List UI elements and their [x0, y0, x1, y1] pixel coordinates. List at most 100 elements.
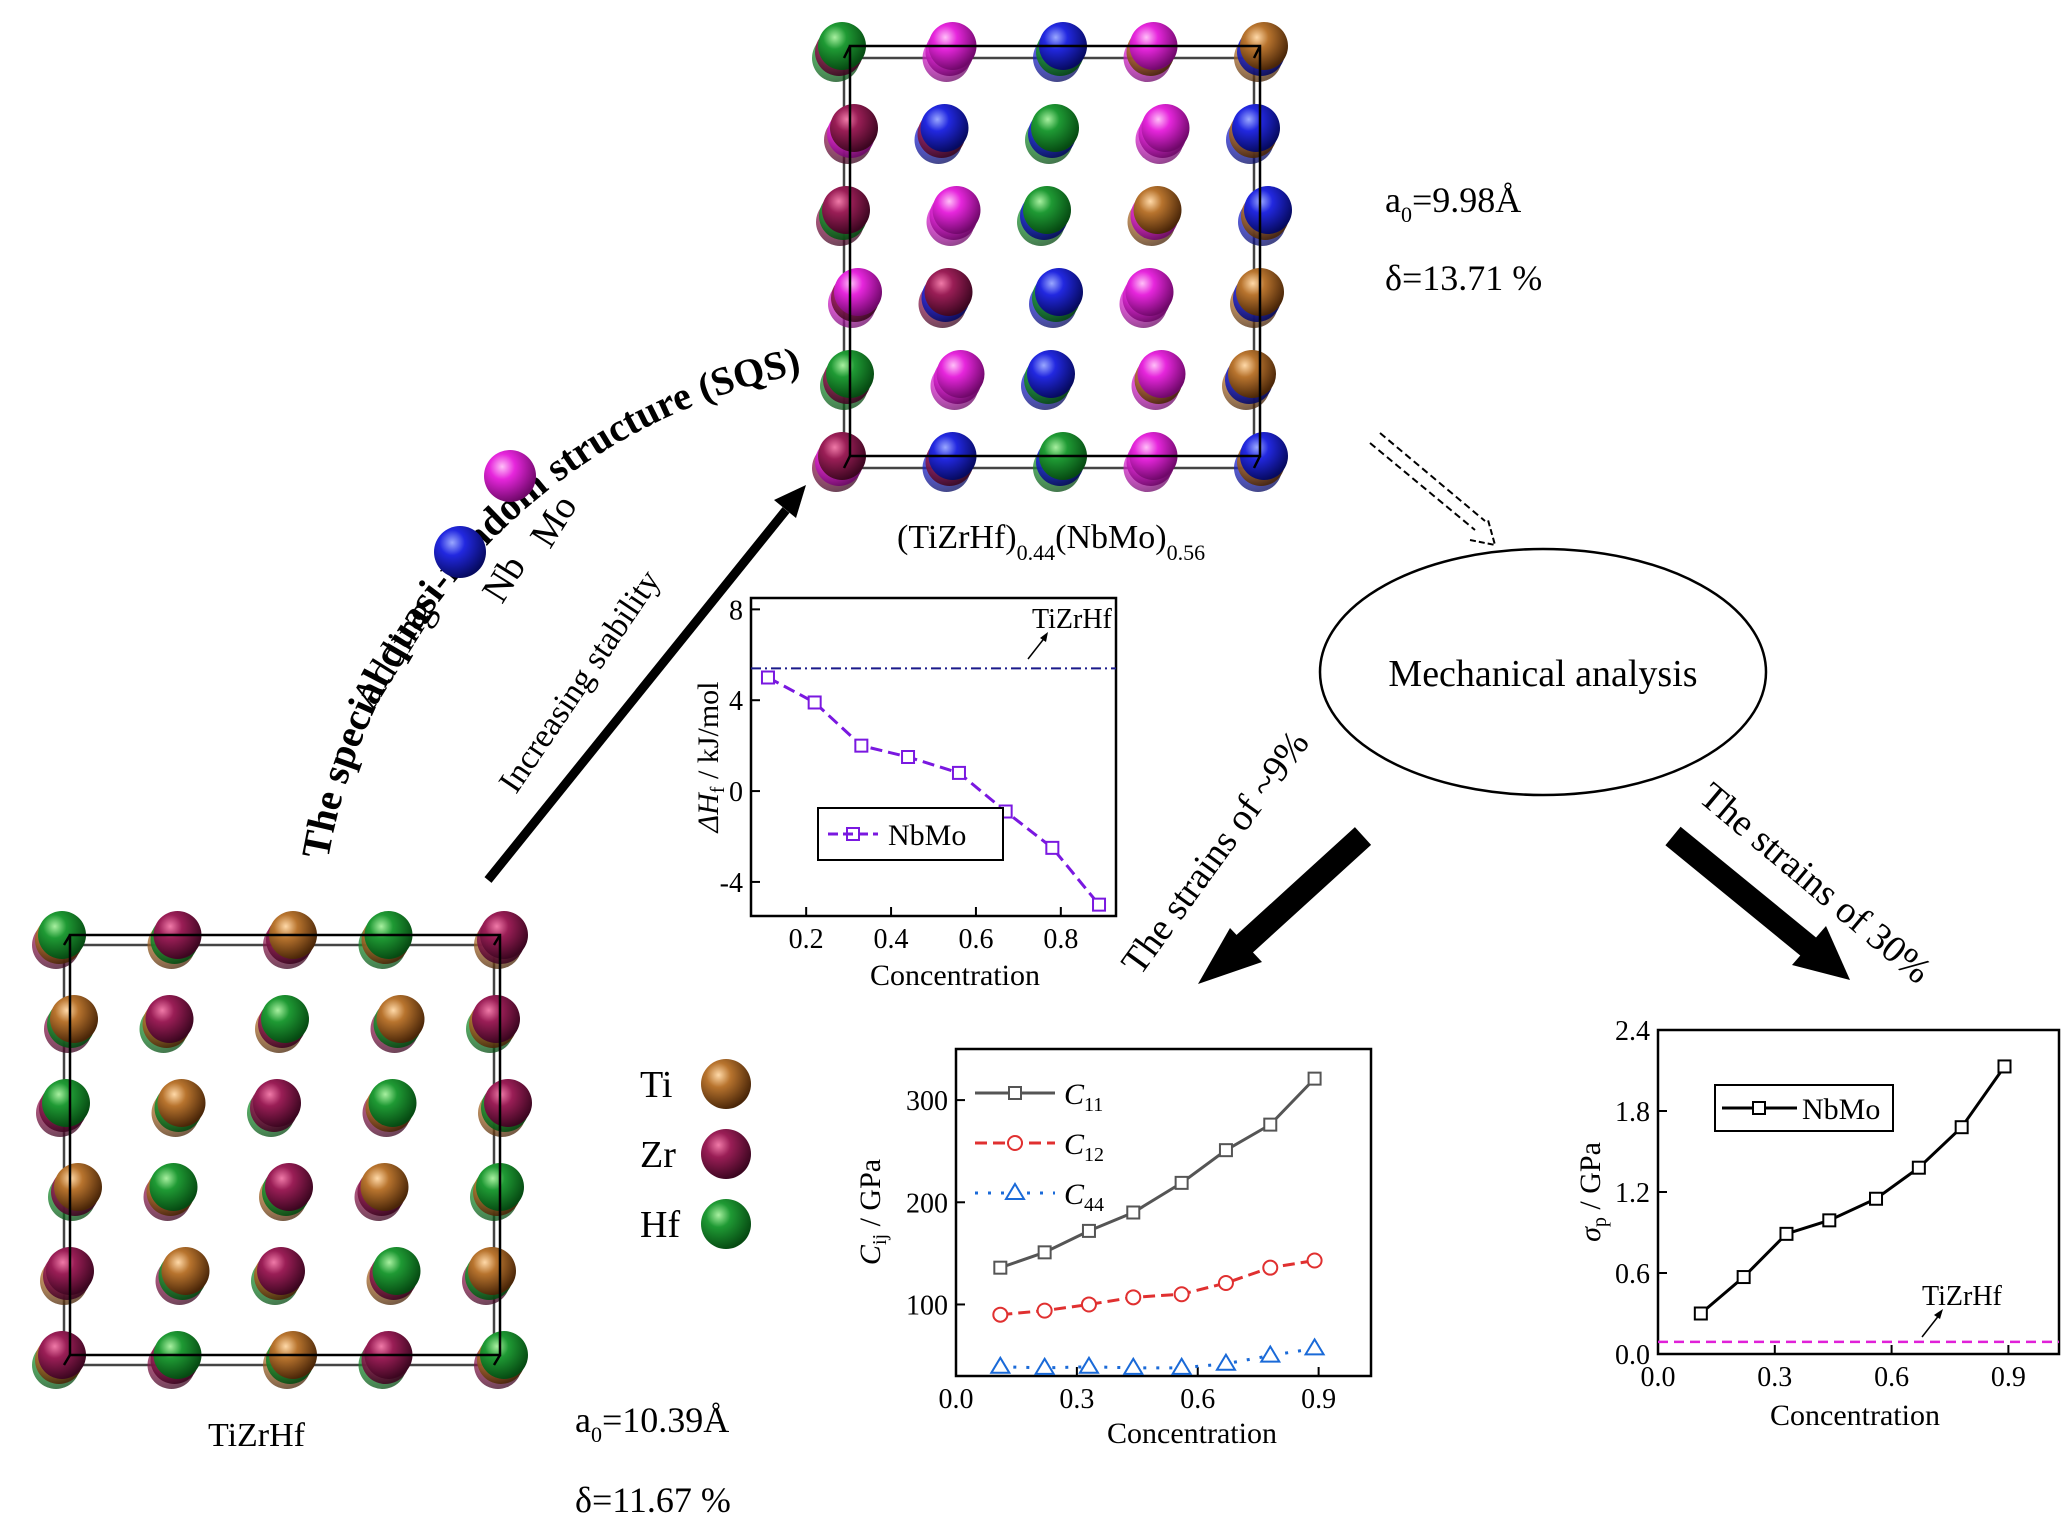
mechanical-analysis-label: Mechanical analysis — [1388, 653, 1697, 695]
bottom-atom-ti — [157, 1079, 206, 1127]
bottom-structure-labels: TiZrHf a0=10.39Å δ=11.67 % — [208, 1400, 731, 1520]
chart2-legend-c11-marker — [1008, 1086, 1022, 1100]
chart2-ylabel: Cij / GPa — [854, 1159, 891, 1265]
stability-arrow-shaft — [484, 507, 790, 883]
chart1-data-point — [951, 765, 966, 780]
bottom-crystal-structure — [32, 911, 532, 1389]
chart3-xtick-label: 0.0 — [1641, 1362, 1676, 1393]
chart1-data-point — [901, 750, 916, 764]
strain-30-arrowhead — [1792, 926, 1850, 980]
dashed-arrow-line-a — [1369, 442, 1476, 531]
bottom-cell-edge-3 — [492, 1354, 502, 1366]
chart1-ylabel: ΔHf / kJ/mol — [692, 682, 729, 834]
bottom-cell-front — [68, 933, 502, 1357]
bottom-cell-edge-0 — [62, 934, 72, 946]
mechanical-analysis-node: Mechanical analysis — [1318, 547, 1768, 797]
chart2-data-point-c12 — [992, 1306, 1009, 1323]
bottom-delta: δ=11.67 % — [575, 1480, 731, 1520]
chart1-xtick-label: 0.6 — [958, 924, 993, 955]
bottom-structure-name: TiZrHf — [208, 1417, 306, 1454]
chart1-ytick-label: 4 — [729, 686, 743, 717]
chart2-xtick-label: 0.3 — [1059, 1384, 1094, 1415]
zr-label: Zr — [640, 1134, 676, 1176]
chart2-data-point-c44 — [1122, 1356, 1145, 1375]
chart2-legend-c44-label: C44 — [1064, 1178, 1104, 1216]
chart1-series-line — [767, 676, 1101, 906]
top-atom-nb — [1027, 350, 1075, 398]
chart3-xtick-label: 0.9 — [1991, 1362, 2026, 1393]
strain-30-arrow: The strains of 30% — [1665, 775, 1939, 992]
bottom-lattice-constant: a0=10.39Å — [575, 1400, 729, 1447]
chart1-data-point — [760, 670, 775, 685]
dashed-arrow-line-b — [1379, 432, 1486, 522]
bottom-atom-hf — [372, 1247, 421, 1295]
chart1-ref-label: TiZrHf — [1032, 604, 1113, 635]
top-crystal-structure — [812, 22, 1292, 492]
strain-30-arrow-shaft — [1665, 826, 1818, 958]
chart3-ytick-label: 0.0 — [1615, 1340, 1650, 1371]
chart2-data-point-c11 — [1126, 1205, 1141, 1220]
adding-label: Adding — [341, 591, 443, 717]
chart1-frame — [749, 596, 1118, 918]
bottom-atom-zr — [38, 1331, 86, 1379]
bottom-atom-ti — [468, 1247, 516, 1295]
chart2-legend-c12-marker — [1007, 1135, 1023, 1151]
chart3-data-point — [1822, 1213, 1837, 1228]
chart1-ytick-label: -4 — [720, 868, 743, 899]
chart1-xtick-label: 0.8 — [1043, 924, 1078, 955]
chart2-xtick-label: 0.6 — [1180, 1384, 1215, 1415]
top-delta: δ=13.71 % — [1385, 258, 1542, 298]
chart2-ytick-label: 300 — [906, 1086, 948, 1117]
bottom-atom-hf — [38, 911, 86, 959]
chart1-xtick-label: 0.2 — [789, 924, 824, 955]
chart2-series-c11-line — [999, 1077, 1316, 1270]
bottom-atom-ti — [360, 1163, 409, 1211]
chart2-data-point-c12 — [1306, 1252, 1323, 1269]
top-atom-nb — [1240, 432, 1288, 480]
top-atom-nb — [1244, 186, 1292, 234]
bottom-atom-zr — [145, 995, 194, 1043]
chart2-data-point-c44 — [989, 1355, 1012, 1374]
chart3-ref-pointer — [1921, 1313, 1941, 1338]
chart3-legend-marker — [1752, 1101, 1766, 1115]
bottom-atom-zr — [484, 1079, 532, 1127]
chart2-data-point-c12 — [1036, 1302, 1053, 1319]
strain-9-arrow-shaft — [1231, 827, 1372, 957]
zr-atom-icon — [701, 1129, 751, 1179]
bottom-atom-zr — [257, 1247, 305, 1295]
chart2-series-c44-line — [1000, 1346, 1315, 1370]
top-cell-edge-3 — [1252, 455, 1262, 469]
chart2-legend-c11-label: C11 — [1064, 1078, 1103, 1116]
top-atom-ti — [1133, 186, 1182, 234]
chart3-ytick-label: 1.8 — [1615, 1097, 1650, 1128]
top-cell-edge-2 — [842, 455, 852, 469]
bottom-atom-ti — [54, 1163, 102, 1211]
top-atom-zr — [822, 186, 870, 234]
chart2-data-point-c11 — [1081, 1223, 1096, 1238]
bottom-cell-edge-1 — [492, 934, 502, 946]
chart2-ytick-label: 100 — [906, 1290, 948, 1321]
chart1-ytick-label: 8 — [729, 595, 743, 626]
chart3-ytick-label: 2.4 — [1615, 1016, 1650, 1047]
bottom-atom-zr — [265, 1163, 313, 1211]
chart3-data-point — [1869, 1191, 1884, 1206]
top-atom-nb — [920, 104, 969, 152]
hf-label: Hf — [640, 1204, 680, 1246]
bottom-atom-hf — [261, 995, 309, 1043]
bottom-atom-zr — [472, 995, 520, 1043]
chart3-xlabel: Concentration — [1770, 1399, 1940, 1432]
chart3-xtick-label: 0.3 — [1757, 1362, 1792, 1393]
stability-arrowhead — [774, 485, 806, 518]
top-atom-mo — [1141, 104, 1190, 152]
chart2-data-point-c11 — [1037, 1245, 1052, 1260]
chart2-data-point-c44 — [1170, 1356, 1193, 1375]
chart2-data-point-c12 — [1262, 1259, 1279, 1276]
chart2-legend-c12-label: C12 — [1064, 1128, 1104, 1166]
top-cell-edge-0 — [842, 45, 852, 59]
chart3-xtick-label: 0.6 — [1874, 1362, 1909, 1393]
chart3-data-point — [1779, 1226, 1794, 1241]
chart2-ytick-label: 200 — [906, 1188, 948, 1219]
chart1-data-point — [1045, 840, 1060, 855]
